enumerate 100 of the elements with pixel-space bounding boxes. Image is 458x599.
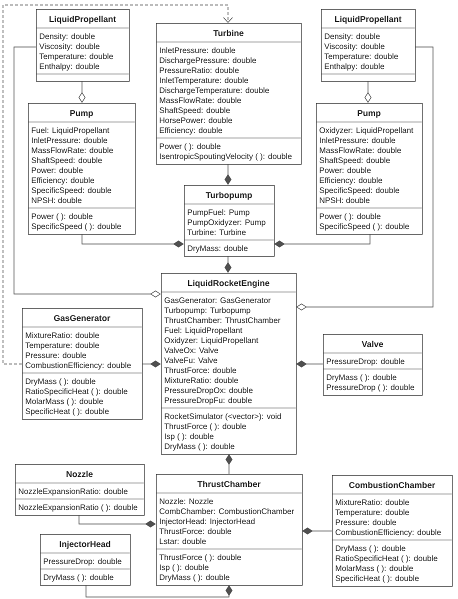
class-name: Valve bbox=[362, 340, 384, 348]
composition-connector bbox=[224, 164, 232, 185]
operation-text: RocketSimulator (<vector>): void bbox=[164, 413, 281, 421]
class-name: ThrustChamber bbox=[197, 480, 261, 488]
operation-text: Power ( ): double bbox=[32, 213, 92, 221]
attribute-text: Efficiency: double bbox=[160, 127, 222, 135]
attribute-text: CombChamber: CombustionChamber bbox=[160, 508, 294, 514]
attribute-text: Nozzle: Nozzle bbox=[160, 498, 213, 504]
attribute-text: ValveOx: Valve bbox=[164, 347, 218, 354]
operation-text: SpecificHeat ( ): double bbox=[26, 408, 109, 416]
attribute-text: NPSH: double bbox=[32, 197, 82, 204]
attribute-text: PressureRatio: double bbox=[160, 67, 239, 74]
attribute-text: SpecificSpeed: double bbox=[32, 187, 112, 195]
composition-connector bbox=[226, 454, 232, 474]
operation-text: DryMass ( ): double bbox=[44, 574, 114, 582]
operation-text: DryMass ( ): double bbox=[326, 374, 396, 382]
composition-connector bbox=[86, 584, 232, 598]
operation-text: SpecificHeat ( ): double bbox=[336, 575, 419, 583]
operation-text: Power ( ): double bbox=[320, 213, 380, 221]
attribute-text: Temperature: double bbox=[335, 509, 409, 517]
attribute-text: ShaftSpeed: double bbox=[320, 157, 390, 165]
attribute-text: InletPressure: double bbox=[160, 47, 236, 54]
class-name: InjectorHead bbox=[60, 540, 110, 549]
attribute-text: Enthalpy: double bbox=[324, 63, 384, 71]
operation-text: RatioSpecificHeat ( ): double bbox=[336, 555, 438, 563]
aggregation-connector bbox=[364, 80, 372, 103]
composition-connector bbox=[274, 234, 370, 248]
attribute-text: PressureDropFu: double bbox=[164, 397, 252, 405]
attribute-text: Temperature: double bbox=[324, 53, 398, 61]
attribute-text: Fuel: LiquidPropellant bbox=[32, 127, 110, 135]
class-box bbox=[332, 475, 453, 587]
class-box bbox=[160, 273, 297, 455]
attribute-text: ValveFu: Valve bbox=[164, 357, 218, 364]
attribute-text: InletTemperature: double bbox=[160, 77, 248, 85]
class-name: Pump bbox=[358, 110, 380, 118]
operation-text: DryMass ( ): double bbox=[336, 545, 406, 553]
class-name: Pump bbox=[70, 110, 93, 118]
composition-connector bbox=[224, 256, 232, 273]
class-box bbox=[14, 464, 145, 516]
attribute-text: HorsePower: double bbox=[160, 117, 232, 124]
attribute-text: DischargePressure: double bbox=[160, 57, 256, 65]
class-box bbox=[156, 23, 302, 165]
attribute-text: ThrustForce: double bbox=[164, 367, 236, 374]
class-box bbox=[156, 474, 303, 586]
class-box bbox=[316, 103, 423, 235]
composition-connector bbox=[302, 528, 332, 534]
class-name: LiquidPropellant bbox=[335, 16, 402, 24]
attribute-text: ThrustChamber: ThrustChamber bbox=[164, 317, 280, 324]
composition-connector bbox=[142, 360, 161, 368]
attribute-text: Turbopump: Turbopump bbox=[164, 307, 250, 315]
attribute-text: Oxidyzer: LiquidPropellant bbox=[164, 337, 258, 345]
operation-text: Isp ( ): double bbox=[160, 564, 208, 572]
operation-text: DryMass: double bbox=[188, 245, 248, 253]
operation-text: Power ( ): double bbox=[160, 143, 220, 151]
attribute-text: Temperature: double bbox=[39, 53, 113, 61]
attribute-text: Oxidyzer: LiquidPropellant bbox=[320, 127, 414, 135]
attribute-text: Pressure: double bbox=[336, 519, 396, 526]
operation-text: IsentropicSpoutingVelocity ( ): double bbox=[160, 153, 292, 161]
attribute-text: ShaftSpeed: double bbox=[160, 107, 230, 115]
composition-connector bbox=[82, 234, 184, 248]
attribute-text: PressureDropOx: double bbox=[164, 387, 253, 395]
operation-text: DryMass ( ): double bbox=[160, 574, 230, 582]
aggregation-connector bbox=[296, 46, 434, 310]
attribute-text: NozzleExpansionRatio: double bbox=[18, 488, 128, 496]
class-name: Turbopump bbox=[206, 192, 252, 200]
attribute-text: Lstar: double bbox=[160, 538, 206, 544]
attribute-text: MassFlowRate: double bbox=[160, 97, 241, 104]
attribute-text: InjectorHead: InjectorHead bbox=[160, 518, 255, 526]
attribute-text: PressureDrop: double bbox=[44, 558, 122, 566]
class-box bbox=[184, 185, 275, 257]
attribute-text: MixtureRatio: double bbox=[26, 332, 99, 338]
attribute-text: InletPressure: double bbox=[320, 137, 396, 144]
attribute-text: Temperature: double bbox=[25, 342, 99, 350]
operation-text: MolarMass ( ): double bbox=[26, 398, 103, 406]
attribute-text: CombustionEfficiency: double bbox=[26, 362, 131, 370]
attribute-text: PumpFuel: Pump bbox=[188, 209, 250, 217]
attribute-text: Enthalpy: double bbox=[40, 63, 100, 71]
attribute-text: PressureDrop: double bbox=[326, 358, 404, 366]
attribute-text: SpecificSpeed: double bbox=[320, 187, 400, 195]
attribute-text: MassFlowRate: double bbox=[32, 147, 113, 154]
attribute-text: CombustionEfficiency: double bbox=[336, 529, 441, 537]
operation-text: RatioSpecificHeat ( ): double bbox=[26, 388, 128, 396]
attribute-text: Power: double bbox=[320, 167, 371, 174]
attribute-text: Efficiency: double bbox=[320, 177, 382, 185]
attribute-text: Density: double bbox=[40, 33, 95, 41]
class-box bbox=[40, 534, 131, 586]
class-box bbox=[28, 103, 136, 235]
class-name: Turbine bbox=[213, 30, 244, 36]
attribute-text: GasGenerator: GasGenerator bbox=[164, 297, 271, 304]
class-box bbox=[320, 9, 416, 82]
operation-text: SpecificSpeed ( ): double bbox=[320, 223, 409, 231]
operation-text: MolarMass ( ): double bbox=[336, 565, 413, 573]
operation-text: DryMass ( ): double bbox=[164, 443, 234, 451]
attribute-text: Turbine: Turbine bbox=[187, 229, 246, 236]
composition-connector bbox=[296, 360, 324, 368]
attribute-text: Fuel: LiquidPropellant bbox=[164, 327, 242, 335]
operation-text: PressureDrop ( ): double bbox=[326, 384, 414, 392]
operation-text: SpecificSpeed ( ): double bbox=[32, 223, 121, 231]
class-box bbox=[36, 9, 130, 82]
attribute-text: MixtureRatio: double bbox=[164, 377, 238, 384]
